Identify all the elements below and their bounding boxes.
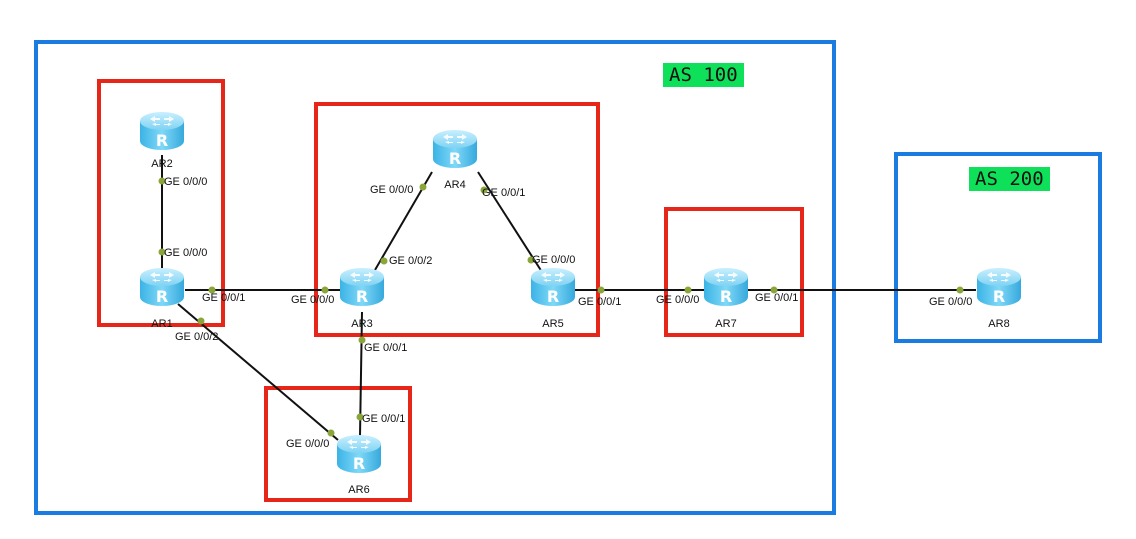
- port-label-ar7-ge001: GE 0/0/1: [755, 292, 799, 304]
- port-label-ar2-ge000: GE 0/0/0: [164, 176, 208, 188]
- router-icon[interactable]: [335, 432, 383, 476]
- port-label-ar1-ge000: GE 0/0/0: [164, 247, 208, 259]
- port-label-ar3-ge000: GE 0/0/0: [291, 294, 335, 306]
- port-label-ar4-ge000: GE 0/0/0: [370, 184, 414, 196]
- port-dot: [158, 177, 166, 185]
- port-dot: [158, 248, 166, 256]
- as100-badge: AS 100: [663, 63, 744, 87]
- port-dot: [419, 183, 427, 191]
- port-dot: [684, 286, 692, 294]
- router-icon[interactable]: [529, 265, 577, 309]
- port-dot: [480, 186, 488, 194]
- router-label-ar2: AR2: [151, 158, 173, 170]
- as200-badge: AS 200: [969, 167, 1050, 191]
- port-dot: [358, 336, 366, 344]
- router-label-ar6: AR6: [348, 484, 370, 496]
- port-label-ar3-ge001: GE 0/0/1: [364, 342, 408, 354]
- port-label-ar5-ge000: GE 0/0/0: [532, 254, 576, 266]
- router-label-ar3: AR3: [351, 318, 373, 330]
- port-dot: [356, 413, 364, 421]
- router-icon[interactable]: [702, 265, 750, 309]
- router-icon[interactable]: [138, 265, 186, 309]
- port-dot: [197, 317, 205, 325]
- port-dot: [380, 257, 388, 265]
- port-dot: [956, 286, 964, 294]
- router-label-ar4: AR4: [444, 179, 466, 191]
- router-label-ar1: AR1: [151, 318, 173, 330]
- port-dot: [327, 429, 335, 437]
- port-dot: [208, 286, 216, 294]
- router-icon[interactable]: [431, 127, 479, 171]
- port-dot: [770, 286, 778, 294]
- group-ar3-ar4-ar5: [314, 102, 600, 337]
- group-ar7: [664, 207, 804, 337]
- port-dot: [527, 256, 535, 264]
- port-dot: [597, 286, 605, 294]
- port-label-ar7-ge000: GE 0/0/0: [656, 294, 700, 306]
- router-icon[interactable]: [138, 109, 186, 153]
- port-dot: [321, 286, 329, 294]
- as100-boundary: [34, 40, 836, 515]
- router-icon[interactable]: [975, 265, 1023, 309]
- group-ar6: [264, 386, 412, 502]
- router-label-ar5: AR5: [542, 318, 564, 330]
- port-label-ar1-ge002: GE 0/0/2: [175, 331, 219, 343]
- link-ar4-ar5: [477, 171, 543, 273]
- link-ar1-ar6: [177, 303, 339, 441]
- group-ar1-ar2: [97, 79, 225, 327]
- as200-boundary: [894, 152, 1102, 343]
- port-label-ar5-ge001: GE 0/0/1: [578, 296, 622, 308]
- port-label-ar6-ge001: GE 0/0/1: [362, 413, 406, 425]
- router-label-ar7: AR7: [715, 318, 737, 330]
- port-label-ar4-ge001: GE 0/0/1: [482, 187, 526, 199]
- port-label-ar6-ge000: GE 0/0/0: [286, 438, 330, 450]
- link-ar3-ar4: [367, 171, 433, 283]
- port-label-ar8-ge000: GE 0/0/0: [929, 296, 973, 308]
- router-icon[interactable]: [338, 265, 386, 309]
- port-label-ar1-ge001: GE 0/0/1: [202, 292, 246, 304]
- port-label-ar3-ge002: GE 0/0/2: [389, 255, 433, 267]
- router-label-ar8: AR8: [988, 318, 1010, 330]
